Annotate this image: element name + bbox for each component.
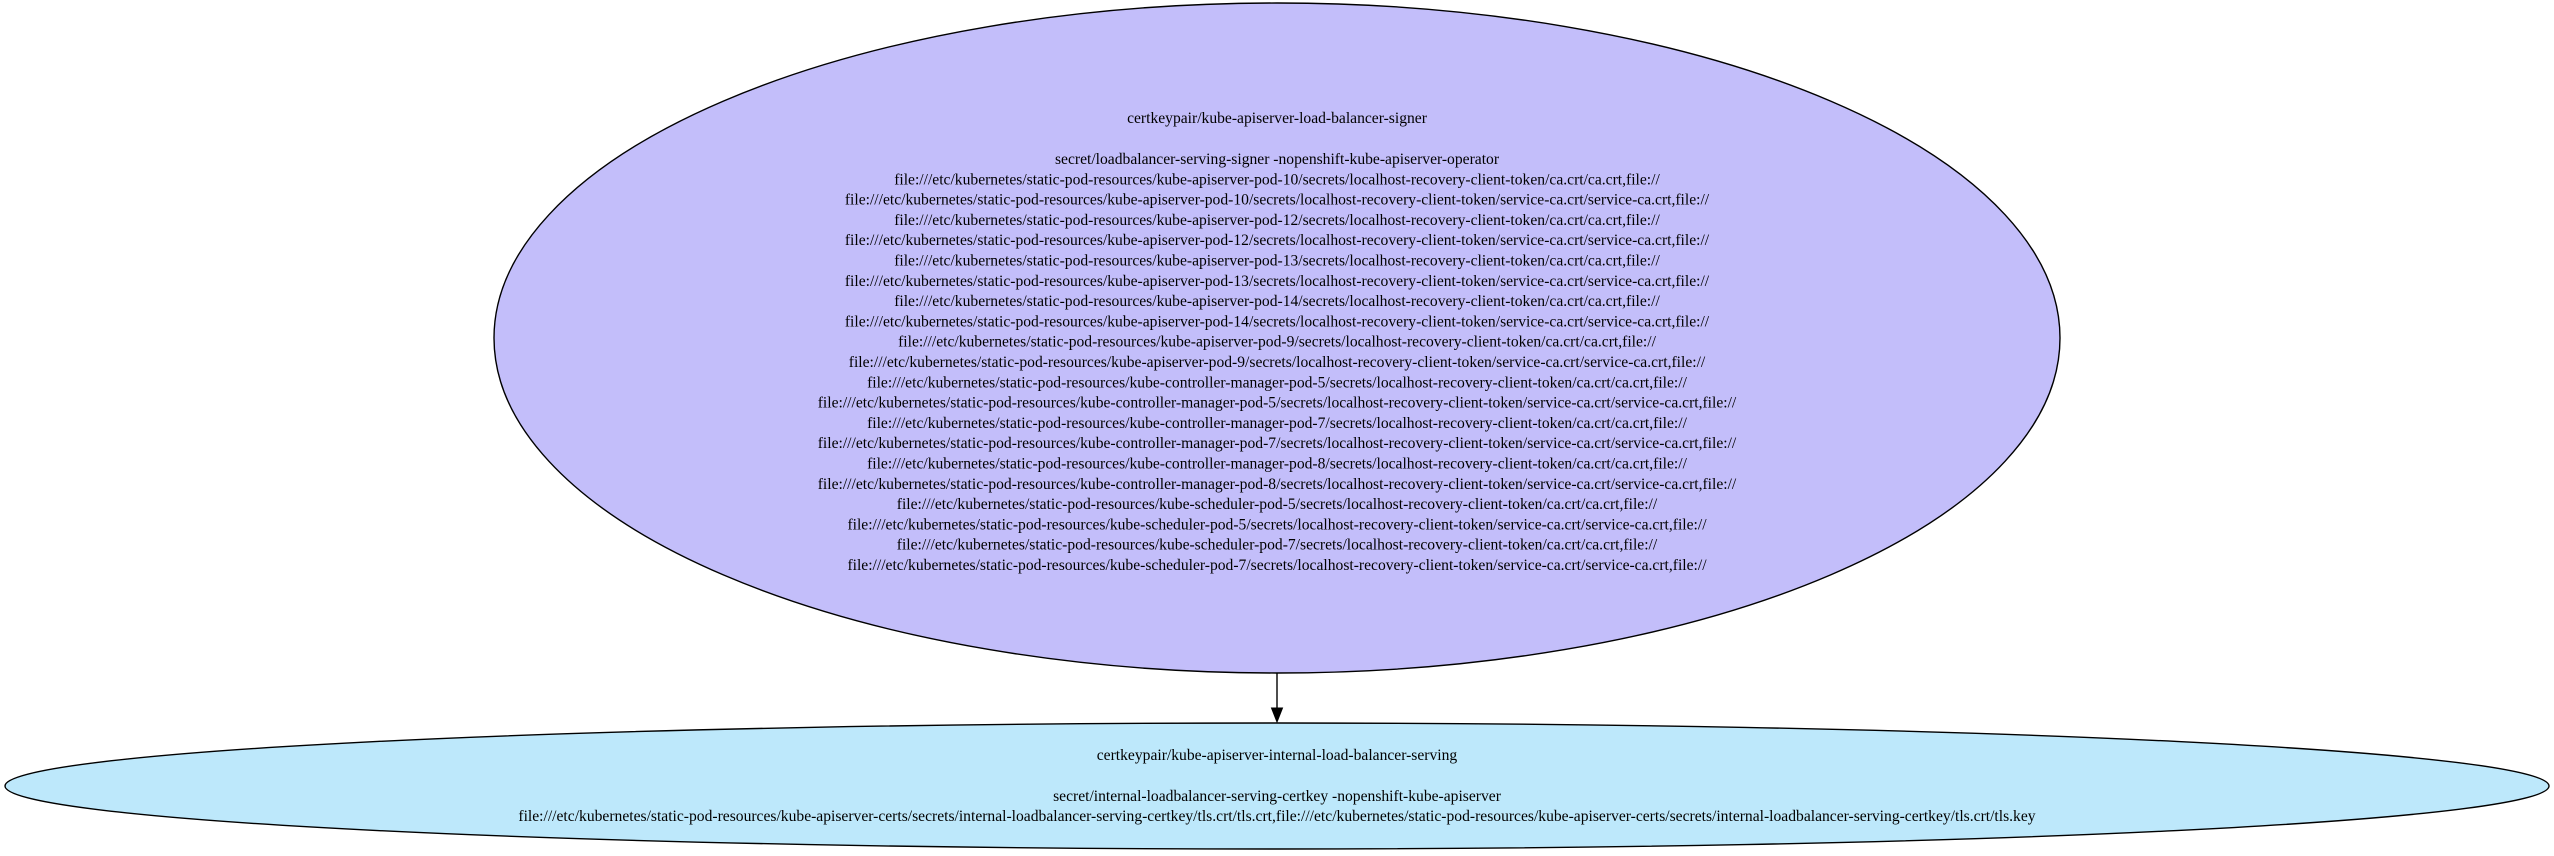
- node-serving-line: secret/internal-loadbalancer-serving-cer…: [1053, 788, 1502, 805]
- node-signer-line: file:///etc/kubernetes/static-pod-resour…: [849, 354, 1706, 371]
- node-signer-line: file:///etc/kubernetes/static-pod-resour…: [845, 232, 1710, 249]
- node-signer-line: file:///etc/kubernetes/static-pod-resour…: [894, 253, 1660, 270]
- node-signer-details: secret/loadbalancer-serving-signer -nope…: [818, 151, 1737, 574]
- node-serving-details: secret/internal-loadbalancer-serving-cer…: [518, 788, 2035, 825]
- node-serving-shape: [4, 722, 2550, 850]
- node-signer-line: file:///etc/kubernetes/static-pod-resour…: [845, 313, 1710, 330]
- node-signer-line: file:///etc/kubernetes/static-pod-resour…: [867, 415, 1688, 432]
- node-signer-line: file:///etc/kubernetes/static-pod-resour…: [894, 171, 1660, 188]
- node-serving[interactable]: certkeypair/kube-apiserver-internal-load…: [4, 722, 2550, 850]
- node-signer-line: file:///etc/kubernetes/static-pod-resour…: [845, 192, 1710, 209]
- node-signer-line: file:///etc/kubernetes/static-pod-resour…: [818, 435, 1737, 452]
- node-signer-line: file:///etc/kubernetes/static-pod-resour…: [847, 516, 1707, 533]
- node-serving-line: file:///etc/kubernetes/static-pod-resour…: [518, 808, 2035, 825]
- edge-arrowhead: [1270, 707, 1284, 724]
- node-signer-line: file:///etc/kubernetes/static-pod-resour…: [867, 456, 1688, 473]
- node-signer-title: certkeypair/kube-apiserver-load-balancer…: [1127, 110, 1428, 127]
- node-signer-line: file:///etc/kubernetes/static-pod-resour…: [894, 212, 1660, 229]
- node-signer-line: file:///etc/kubernetes/static-pod-resour…: [897, 537, 1658, 554]
- node-signer-line: file:///etc/kubernetes/static-pod-resour…: [897, 496, 1658, 513]
- node-signer-line: file:///etc/kubernetes/static-pod-resour…: [847, 557, 1707, 574]
- node-signer-line: secret/loadbalancer-serving-signer -nope…: [1055, 151, 1500, 168]
- node-signer[interactable]: certkeypair/kube-apiserver-load-balancer…: [493, 2, 2061, 674]
- node-serving-title: certkeypair/kube-apiserver-internal-load…: [1097, 747, 1458, 764]
- node-signer-line: file:///etc/kubernetes/static-pod-resour…: [845, 273, 1710, 290]
- node-signer-line: file:///etc/kubernetes/static-pod-resour…: [894, 293, 1660, 310]
- node-signer-line: file:///etc/kubernetes/static-pod-resour…: [818, 476, 1737, 493]
- node-signer-line: file:///etc/kubernetes/static-pod-resour…: [867, 374, 1688, 391]
- node-signer-line: file:///etc/kubernetes/static-pod-resour…: [818, 395, 1737, 412]
- node-signer-line: file:///etc/kubernetes/static-pod-resour…: [898, 334, 1656, 351]
- edge-signer-to-serving: [1270, 673, 1284, 724]
